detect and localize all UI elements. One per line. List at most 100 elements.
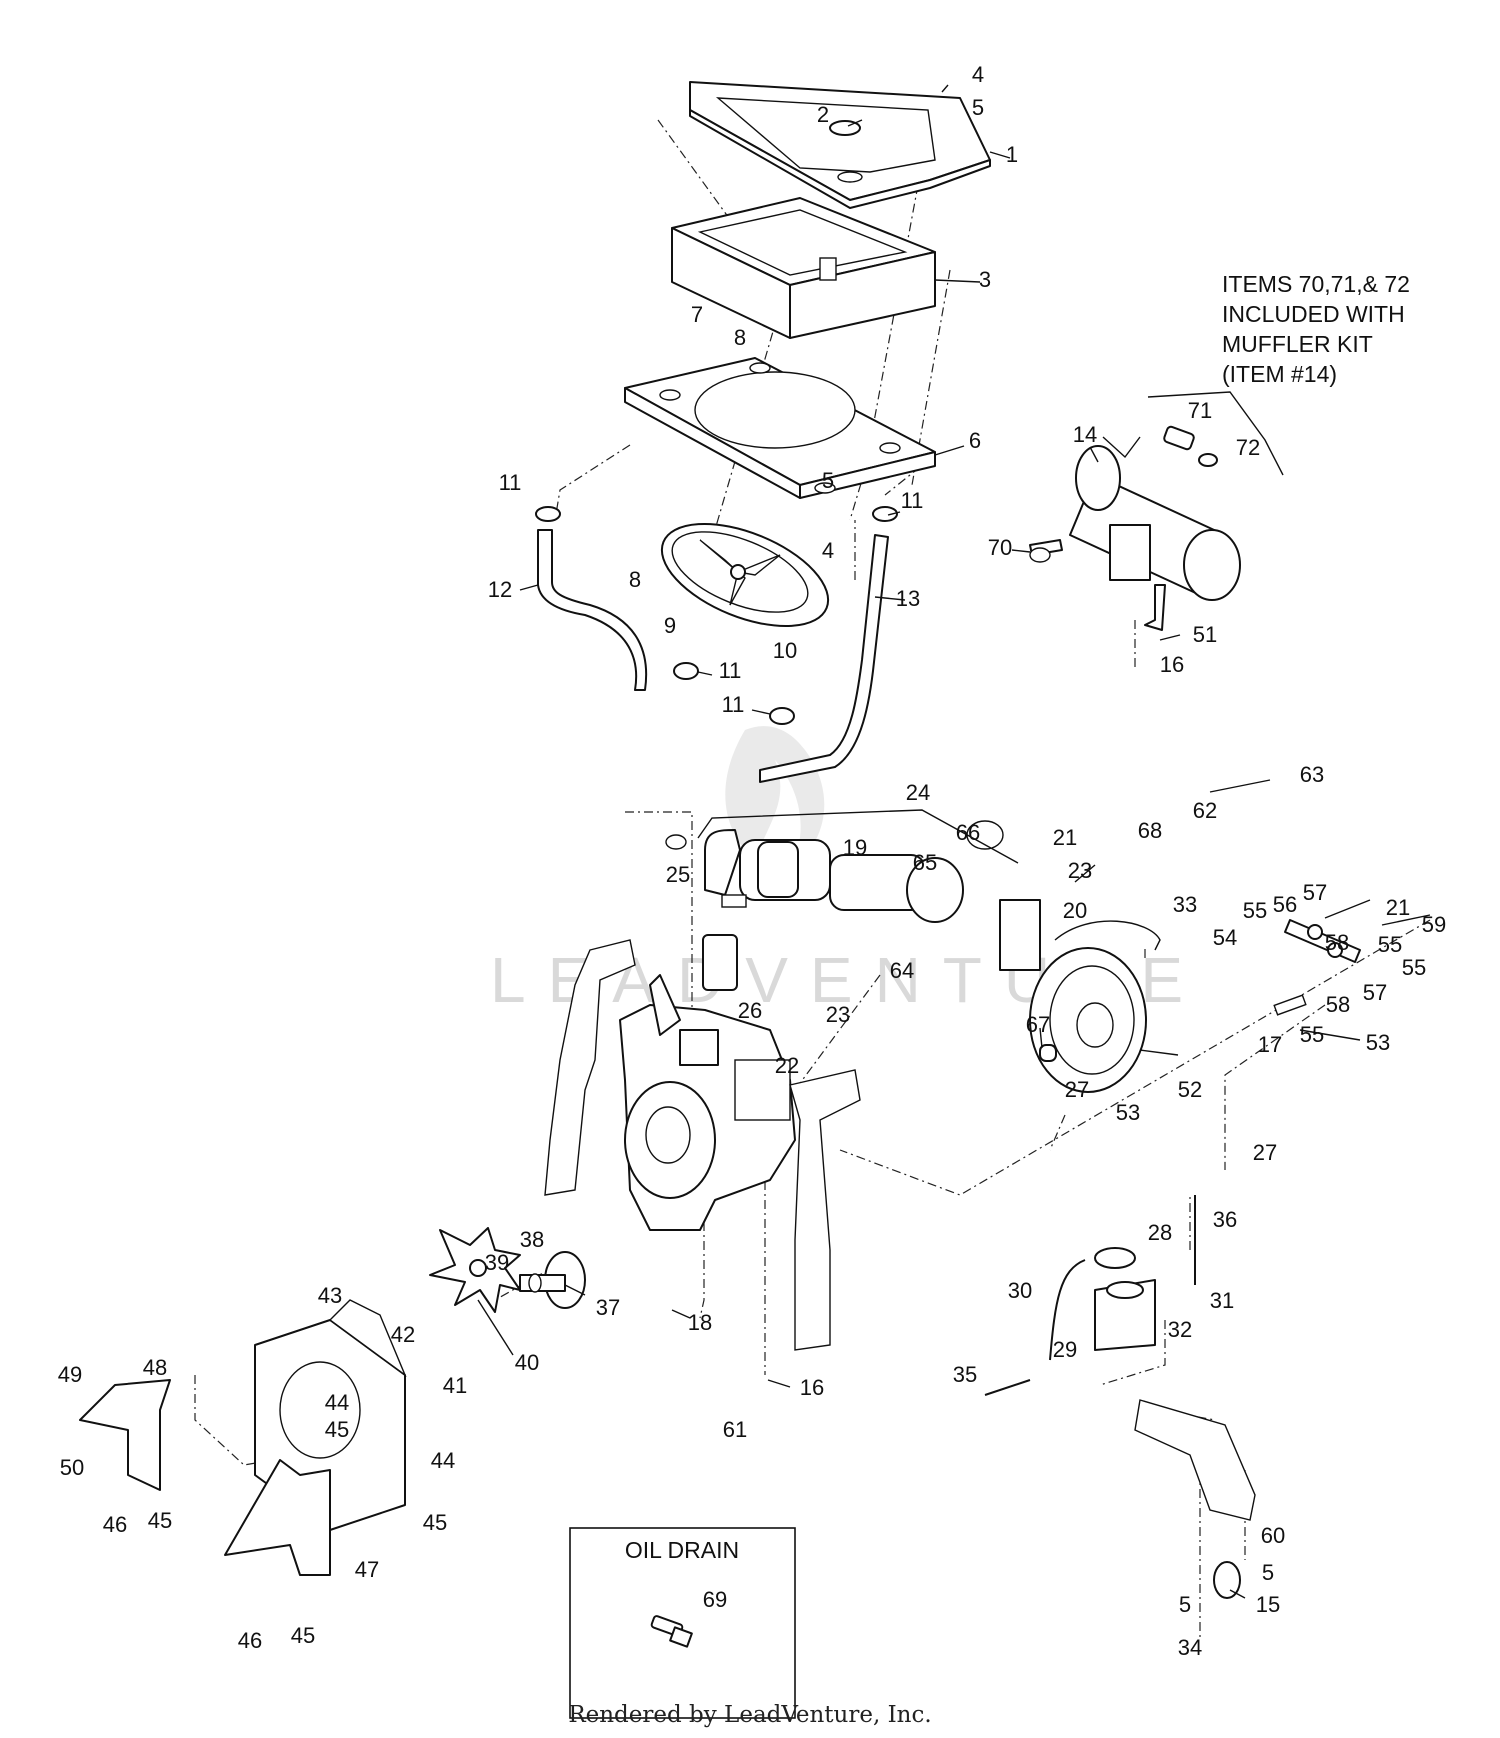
callout-44: 44 bbox=[431, 1448, 455, 1473]
fan-assembly bbox=[660, 522, 830, 628]
callout-52: 52 bbox=[1178, 1077, 1202, 1102]
note-line-2: INCLUDED WITH bbox=[1222, 301, 1405, 327]
callout-36: 36 bbox=[1213, 1207, 1237, 1232]
radiator-frame bbox=[671, 197, 936, 339]
callout-60: 60 bbox=[1261, 1523, 1285, 1548]
callout-18: 18 bbox=[688, 1310, 712, 1335]
callout-70: 70 bbox=[988, 535, 1012, 560]
side-shield-48 bbox=[79, 1379, 171, 1491]
group-bracket-24 bbox=[697, 809, 1019, 864]
callout-4: 4 bbox=[972, 62, 984, 87]
callout-8: 8 bbox=[734, 325, 746, 350]
callout-26: 26 bbox=[738, 998, 762, 1023]
callout-66: 66 bbox=[956, 820, 980, 845]
callout-3: 3 bbox=[979, 267, 991, 292]
callout-63: 63 bbox=[1300, 762, 1324, 787]
callout-45: 45 bbox=[291, 1623, 315, 1648]
engine-frame-right bbox=[789, 1069, 861, 1351]
oil-drain-valve-icon bbox=[650, 1615, 693, 1648]
callout-57: 57 bbox=[1363, 980, 1387, 1005]
lower-shield-47 bbox=[224, 1459, 331, 1576]
callout-4: 4 bbox=[822, 538, 834, 563]
callout-16: 16 bbox=[1160, 652, 1184, 677]
callout-11: 11 bbox=[901, 488, 924, 513]
callout-68: 68 bbox=[1138, 818, 1162, 843]
callout-15: 15 bbox=[1256, 1592, 1280, 1617]
callout-61: 61 bbox=[723, 1417, 747, 1442]
cooling-fan bbox=[429, 1227, 521, 1313]
callout-55: 55 bbox=[1243, 898, 1267, 923]
callout-43: 43 bbox=[318, 1283, 342, 1308]
callout-64: 64 bbox=[890, 958, 914, 983]
callout-53: 53 bbox=[1366, 1030, 1390, 1055]
callout-45: 45 bbox=[148, 1508, 172, 1533]
callout-9: 9 bbox=[664, 613, 676, 638]
callout-5: 5 bbox=[1179, 1592, 1191, 1617]
callout-65: 65 bbox=[913, 850, 937, 875]
callout-17: 17 bbox=[1258, 1032, 1282, 1057]
callout-11: 11 bbox=[499, 470, 522, 495]
mounting-plate bbox=[624, 357, 936, 499]
callout-48: 48 bbox=[143, 1355, 167, 1380]
callout-45: 45 bbox=[423, 1510, 447, 1535]
callout-35: 35 bbox=[953, 1362, 977, 1387]
callout-21: 21 bbox=[1053, 825, 1077, 850]
tank-bracket bbox=[1134, 1399, 1256, 1599]
hose-clamps bbox=[535, 506, 898, 725]
callout-47: 47 bbox=[355, 1557, 379, 1582]
callout-27: 27 bbox=[1065, 1077, 1089, 1102]
callout-33: 33 bbox=[1173, 892, 1197, 917]
callout-19: 19 bbox=[843, 835, 867, 860]
callout-54: 54 bbox=[1213, 925, 1237, 950]
callout-2: 2 bbox=[817, 102, 829, 127]
callout-55: 55 bbox=[1300, 1022, 1324, 1047]
callout-58: 58 bbox=[1326, 992, 1350, 1017]
callout-45: 45 bbox=[325, 1417, 349, 1442]
engine-frame-left bbox=[544, 939, 636, 1196]
callout-29: 29 bbox=[1053, 1337, 1077, 1362]
note-line-1: ITEMS 70,71,& 72 bbox=[1222, 271, 1410, 297]
callout-62: 62 bbox=[1193, 798, 1217, 823]
callout-44: 44 bbox=[325, 1390, 349, 1415]
callout-38: 38 bbox=[520, 1227, 544, 1252]
callout-5: 5 bbox=[972, 95, 984, 120]
callout-23: 23 bbox=[826, 1002, 850, 1027]
callout-42: 42 bbox=[391, 1322, 415, 1347]
muffler bbox=[1029, 425, 1241, 631]
callout-56: 56 bbox=[1273, 892, 1297, 917]
callout-46: 46 bbox=[103, 1512, 127, 1537]
callout-7: 7 bbox=[691, 302, 703, 327]
callout-50: 50 bbox=[60, 1455, 84, 1480]
callout-13: 13 bbox=[896, 586, 920, 611]
oil-drain-inset: OIL DRAIN bbox=[569, 1527, 796, 1719]
hose-13 bbox=[759, 534, 889, 783]
oil-tank bbox=[984, 1195, 1196, 1396]
callout-55: 55 bbox=[1378, 932, 1402, 957]
note-line-3: MUFFLER KIT bbox=[1222, 331, 1373, 357]
callout-28: 28 bbox=[1148, 1220, 1172, 1245]
callout-31: 31 bbox=[1210, 1288, 1234, 1313]
footer-credit: Rendered by LeadVenture, Inc. bbox=[568, 1702, 931, 1728]
callout-69: 69 bbox=[703, 1587, 727, 1612]
callout-46: 46 bbox=[238, 1628, 262, 1653]
callout-39: 39 bbox=[485, 1250, 509, 1275]
callout-24: 24 bbox=[906, 780, 930, 805]
callout-20: 20 bbox=[1063, 898, 1087, 923]
callout-14: 14 bbox=[1073, 422, 1097, 447]
callout-51: 51 bbox=[1193, 622, 1217, 647]
callout-leaders bbox=[477, 84, 1361, 1599]
callout-32: 32 bbox=[1168, 1317, 1192, 1342]
callout-5: 5 bbox=[1262, 1560, 1274, 1585]
callout-6: 6 bbox=[969, 428, 981, 453]
callout-67: 67 bbox=[1026, 1012, 1050, 1037]
callout-11: 11 bbox=[719, 658, 742, 683]
inset-title: OIL DRAIN bbox=[625, 1537, 739, 1563]
callout-25: 25 bbox=[666, 862, 690, 887]
callout-30: 30 bbox=[1008, 1278, 1032, 1303]
fan-hub bbox=[519, 1251, 586, 1309]
callout-40: 40 bbox=[515, 1350, 539, 1375]
callout-55: 55 bbox=[1402, 955, 1426, 980]
